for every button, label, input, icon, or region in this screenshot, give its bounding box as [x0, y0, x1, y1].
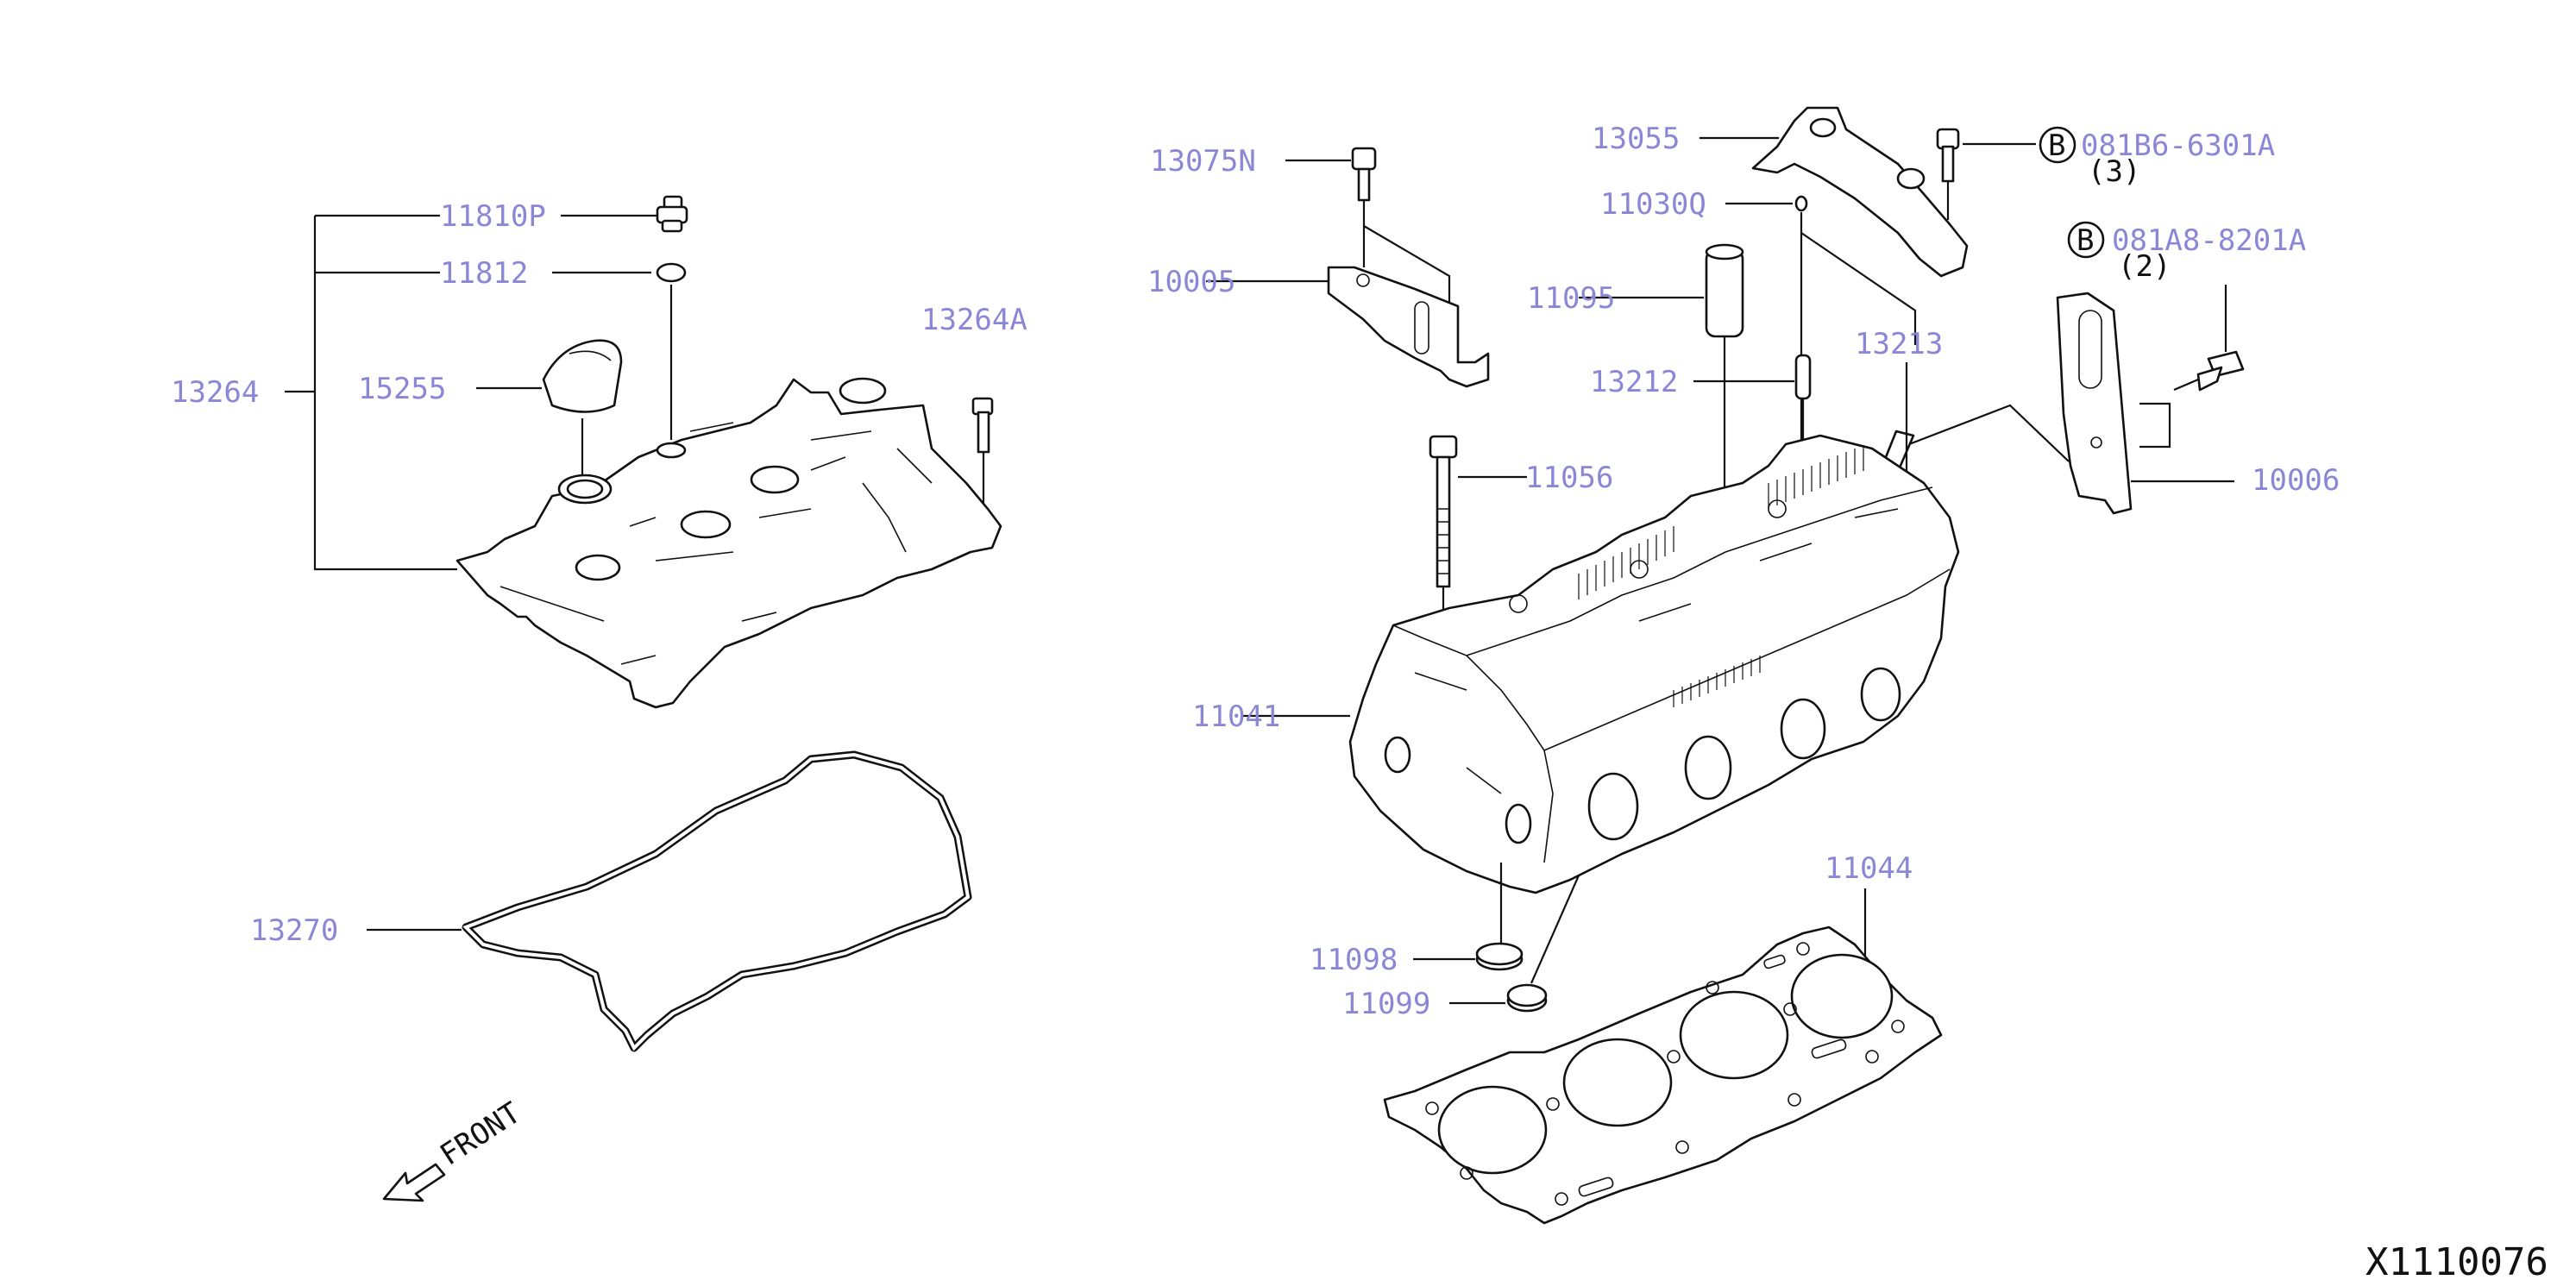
label-11810p: 11810P [440, 199, 546, 234]
seal-ring-11099 [1449, 875, 1580, 1013]
group-bracket-13264 [285, 214, 457, 571]
front-arrow-icon: FRONT [382, 1095, 527, 1202]
label-11041: 11041 [1192, 700, 1280, 734]
label-11099: 11099 [1342, 987, 1430, 1021]
label-13264: 13264 [171, 375, 259, 410]
seal-ring-11098 [1413, 863, 1524, 971]
label-11098: 11098 [1310, 943, 1398, 977]
label-bolt-qty-2: (2) [2118, 249, 2171, 284]
rocker-cover-13264 [456, 377, 1002, 709]
pcv-valve-11810p [561, 195, 688, 233]
label-13075n: 13075N [1150, 144, 1256, 179]
label-bolt-code-1: 081B6-6301A [2081, 129, 2275, 163]
label-10005: 10005 [1147, 265, 1235, 299]
label-13212: 13212 [1590, 365, 1678, 399]
bolt-081a8-8201a: B [2067, 221, 2245, 392]
camshaft-journal-hatching [1578, 445, 1864, 707]
cylinder-head-11041 [1242, 434, 1960, 894]
label-13213: 13213 [1855, 327, 1943, 361]
label-15255: 15255 [358, 372, 446, 406]
cover-13055 [1700, 106, 1969, 278]
dowel-11030q [1725, 195, 1917, 466]
label-bolt-qty-1: (3) [2088, 154, 2140, 189]
bracket-10005 [1206, 266, 1490, 388]
label-11095: 11095 [1527, 281, 1615, 316]
bolt-13075n [1285, 147, 1451, 306]
label-11044: 11044 [1825, 851, 1913, 886]
front-label: FRONT [434, 1095, 527, 1172]
gasket-bolt-holes [1425, 942, 1905, 1206]
label-10006: 10006 [2252, 463, 2340, 498]
bolt-13264a [971, 397, 994, 509]
label-13264a: 13264A [921, 303, 1027, 337]
o-ring-11812 [552, 262, 687, 440]
bolt-b-marker-1: B [2048, 129, 2065, 163]
diagram-id: X1110076 [2366, 1240, 2548, 1280]
bolt-b-marker-2: B [2077, 223, 2094, 258]
head-gasket-11044 [1383, 888, 1943, 1225]
label-bolt-code-2: 081A8-8201A [2112, 223, 2306, 258]
rocker-cover-gasket-13270 [367, 750, 972, 1052]
head-bolt-11056 [1429, 435, 1527, 638]
label-11812: 11812 [440, 256, 528, 291]
part-number-labels: 11810P 11812 13264 15255 13264A 13270 13… [171, 122, 2548, 1280]
oil-filler-cap-15255 [476, 339, 623, 483]
intake-ports [1587, 667, 1901, 841]
bolt-081b6-6301a: B [1936, 126, 2077, 220]
label-11030q: 11030Q [1600, 187, 1706, 222]
label-13055: 13055 [1592, 122, 1680, 156]
label-13270: 13270 [250, 913, 338, 948]
bracket-10006 [1897, 292, 2234, 515]
label-11056: 11056 [1525, 461, 1613, 495]
